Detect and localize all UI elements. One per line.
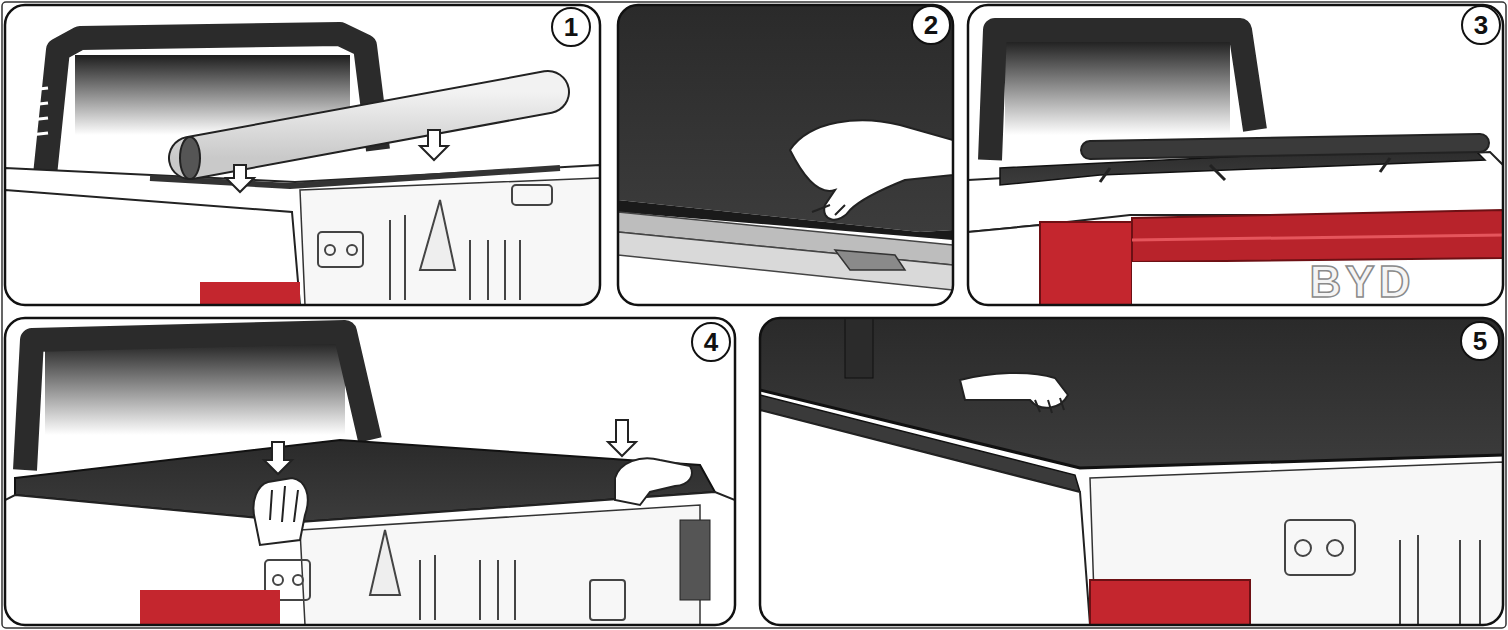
step-number-circle: 3: [1461, 5, 1501, 45]
panel-four-art: [5, 318, 735, 625]
step-number-circle: 5: [1460, 321, 1500, 361]
panel-two-art: [618, 5, 953, 305]
panel-three-art: [968, 5, 1503, 305]
step-number: 5: [1473, 328, 1487, 354]
panel-frame: [968, 5, 1503, 305]
panel-frame: [760, 318, 1503, 625]
step-number-circle: 2: [911, 5, 951, 45]
step-number: 2: [924, 12, 938, 38]
panel-five-art: [760, 318, 1503, 625]
step-number-circle: 1: [551, 7, 591, 47]
brand-logo-text: BYD: [1310, 260, 1415, 304]
panel-frame: [618, 5, 953, 305]
panel-one-art: [5, 5, 600, 305]
step-number-circle: 4: [691, 322, 731, 362]
step-number: 1: [564, 14, 578, 40]
panel-frame: [5, 318, 735, 625]
step-number: 3: [1474, 12, 1488, 38]
panel-frame: [5, 5, 600, 305]
step-number: 4: [704, 329, 718, 355]
